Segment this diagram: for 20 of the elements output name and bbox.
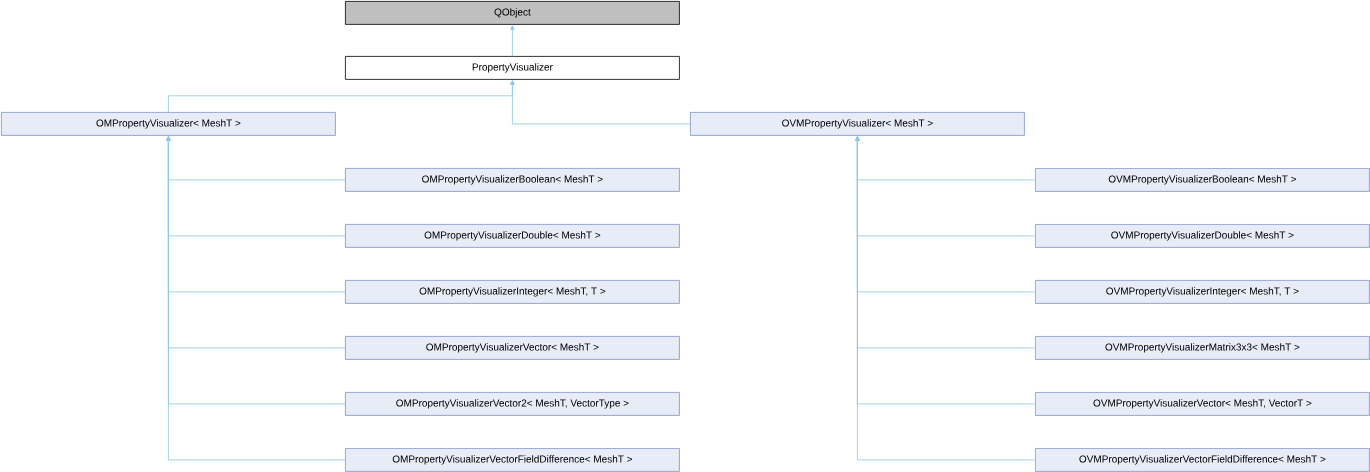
arrow [855,136,1036,461]
class-box: OVMPropertyVisualizerVectorFieldDifference< MeshT > [1035,448,1370,472]
arrow [166,136,346,461]
class-box: QObject [345,1,680,25]
class-box: OMPropertyVisualizerVector< MeshT > [345,336,680,360]
class-box: OMPropertyVisualizerInteger< MeshT, T > [345,280,680,304]
arrow [510,25,515,57]
class-box: OVMPropertyVisualizerDouble< MeshT > [1035,224,1370,248]
arrow [510,80,691,125]
class-box: OVMPropertyVisualizer< MeshT > [690,112,1025,136]
class-box: OVMPropertyVisualizerMatrix3x3< MeshT > [1035,336,1370,360]
class-box: OMPropertyVisualizerVectorFieldDifference< MeshT > [345,448,680,472]
class-box: OVMPropertyVisualizerInteger< MeshT, T > [1035,280,1370,304]
class-box: OMPropertyVisualizerVector2< MeshT, VectorType > [345,392,680,416]
class-box: OMPropertyVisualizer< MeshT > [1,112,336,136]
class-box: PropertyVisualizer [345,56,680,80]
class-box: OVMPropertyVisualizerVector< MeshT, VectorT > [1035,392,1370,416]
class-box: OMPropertyVisualizerDouble< MeshT > [345,224,680,248]
class-box: OVMPropertyVisualizerBoolean< MeshT > [1035,168,1370,192]
class-box: OMPropertyVisualizerBoolean< MeshT > [345,168,680,192]
